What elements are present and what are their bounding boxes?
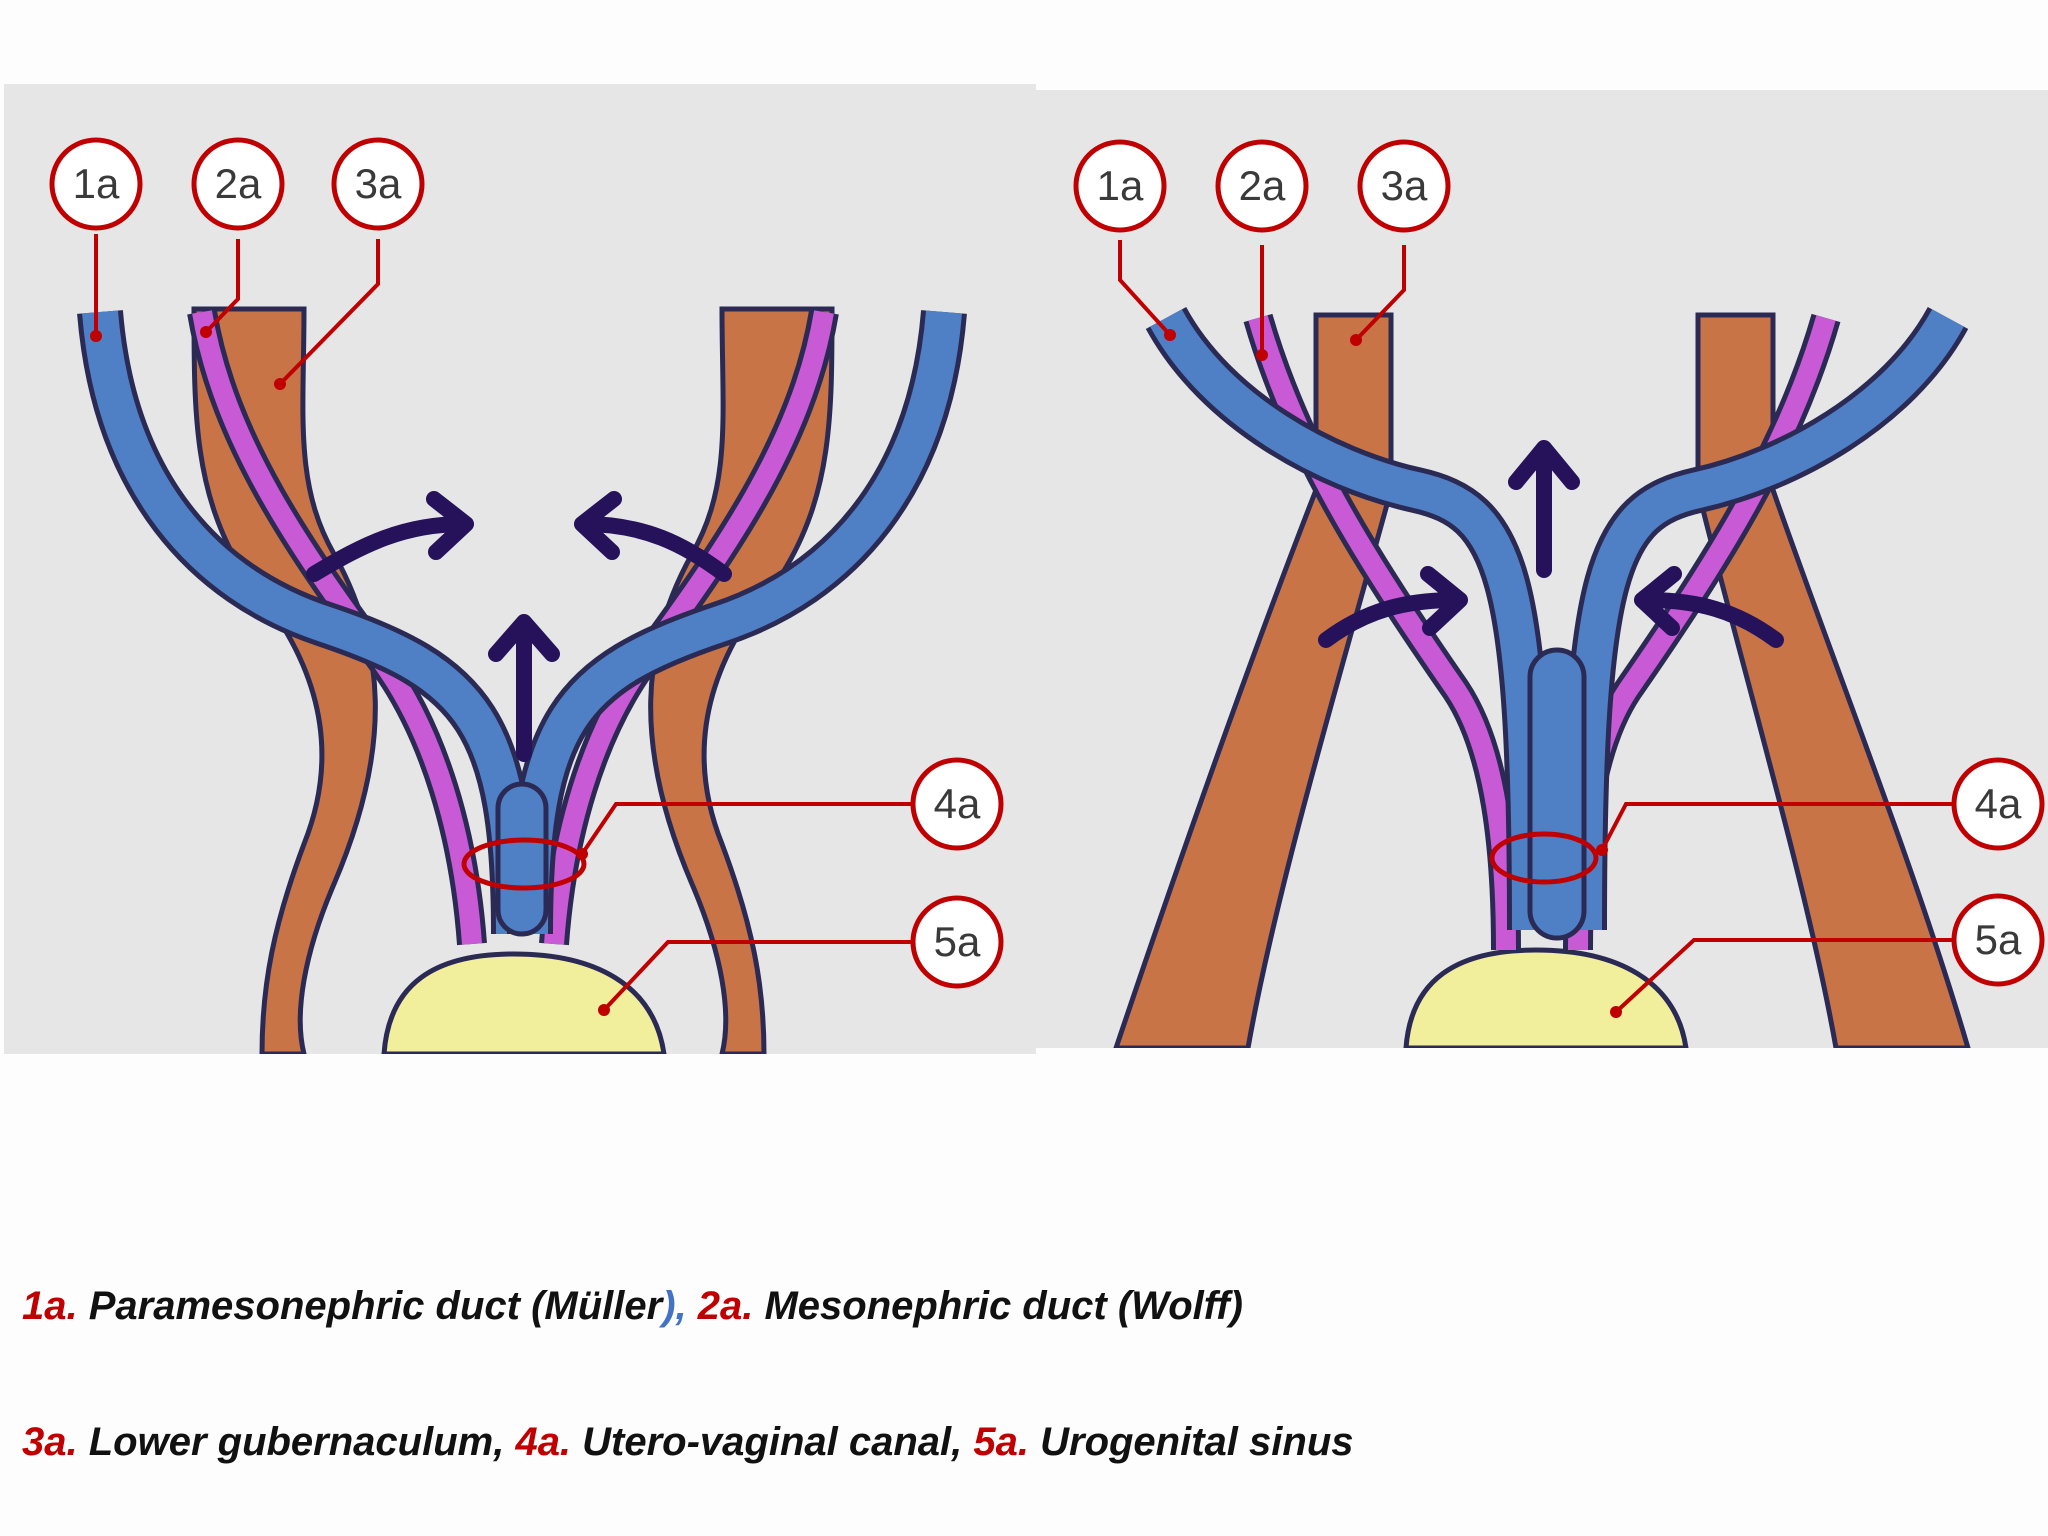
urogenital-sinus bbox=[1403, 947, 1689, 1048]
svg-text:2a: 2a bbox=[1239, 162, 1286, 209]
svg-text:4a: 4a bbox=[934, 780, 981, 827]
label-5a: 5a bbox=[1951, 893, 2045, 987]
arrow-left-curve bbox=[1638, 592, 1784, 648]
label-5a: 5a bbox=[910, 895, 1004, 989]
label-4a: 4a bbox=[1951, 757, 2045, 851]
legend-text-gubernaculum: Lower gubernaculum, bbox=[77, 1420, 505, 1464]
label-3a: 3a bbox=[1357, 139, 1451, 233]
svg-text:1a: 1a bbox=[1097, 162, 1144, 209]
paramesonephric-ducts-left bbox=[77, 310, 967, 935]
legend-code-5a: 5a. bbox=[962, 1420, 1029, 1464]
arrow-right-head bbox=[1420, 566, 1468, 636]
diagram-panel-left: 1a 2a 3a 4a 5a bbox=[4, 84, 1036, 1054]
utero-vaginal-ring bbox=[461, 837, 587, 891]
arrow-right-curve bbox=[306, 516, 472, 582]
arrow-left-curve bbox=[576, 516, 732, 582]
legend-code-1a: 1a. bbox=[22, 1284, 78, 1328]
label-2a: 2a bbox=[1215, 139, 1309, 233]
svg-text:1a: 1a bbox=[73, 160, 120, 207]
utero-vaginal-ring bbox=[1489, 831, 1599, 885]
duct-diagram-right: 1a 2a 3a 4a 5a bbox=[1036, 90, 2048, 1048]
movement-arrows-left bbox=[306, 491, 732, 762]
leader-dots-left bbox=[90, 326, 610, 1016]
arrow-up-head bbox=[488, 614, 560, 662]
arrow-left-head bbox=[1634, 566, 1682, 636]
label-3a: 3a bbox=[331, 137, 425, 231]
legend-text-paramesonephric: Paramesonephric duct (Müller bbox=[77, 1284, 663, 1328]
svg-text:4a: 4a bbox=[1975, 780, 2022, 827]
svg-text:2a: 2a bbox=[215, 160, 262, 207]
legend-text-utero-vaginal: Utero-vaginal canal, bbox=[571, 1420, 963, 1464]
svg-text:5a: 5a bbox=[934, 918, 981, 965]
label-1a: 1a bbox=[1073, 139, 1167, 233]
arrow-left-head bbox=[574, 491, 622, 560]
legend-code-4a: 4a. bbox=[504, 1420, 572, 1464]
legend-text-urogenital: Urogenital sinus bbox=[1029, 1420, 1354, 1464]
legend-closing-paren: ), bbox=[662, 1284, 687, 1328]
legend-code-3a: 3a. bbox=[22, 1420, 78, 1464]
leader-lines-left bbox=[94, 234, 912, 1012]
movement-arrows-right bbox=[1318, 440, 1784, 648]
svg-text:3a: 3a bbox=[1381, 162, 1428, 209]
arrow-right-head bbox=[426, 491, 474, 560]
legend-text-mesonephric: Mesonephric duct (Wolff) bbox=[753, 1284, 1243, 1328]
arrow-right-curve bbox=[1318, 592, 1464, 648]
urogenital-sinus bbox=[381, 951, 667, 1054]
legend-code-2a: 2a. bbox=[686, 1284, 754, 1328]
arrow-up-head bbox=[1508, 440, 1580, 490]
leader-dots-right bbox=[1164, 329, 1622, 1018]
legend-line-1: 1a. Paramesonephric duct (Müller), 2a. M… bbox=[22, 1284, 1243, 1329]
duct-diagram-left: 1a 2a 3a 4a 5a bbox=[4, 84, 1036, 1054]
legend-line-2: 3a. Lower gubernaculum, 4a. Utero-vagina… bbox=[22, 1420, 1354, 1465]
paramesonephric-ducts-right bbox=[1145, 306, 1969, 931]
label-4a: 4a bbox=[910, 757, 1004, 851]
fused-duct-tip bbox=[495, 781, 549, 937]
svg-text:3a: 3a bbox=[355, 160, 402, 207]
fused-duct-tip bbox=[1527, 647, 1587, 941]
svg-text:5a: 5a bbox=[1975, 916, 2022, 963]
label-2a: 2a bbox=[191, 137, 285, 231]
leader-lines-right bbox=[1118, 240, 1956, 1014]
label-1a: 1a bbox=[49, 137, 143, 231]
diagram-panel-right: 1a 2a 3a 4a 5a bbox=[1036, 90, 2048, 1048]
